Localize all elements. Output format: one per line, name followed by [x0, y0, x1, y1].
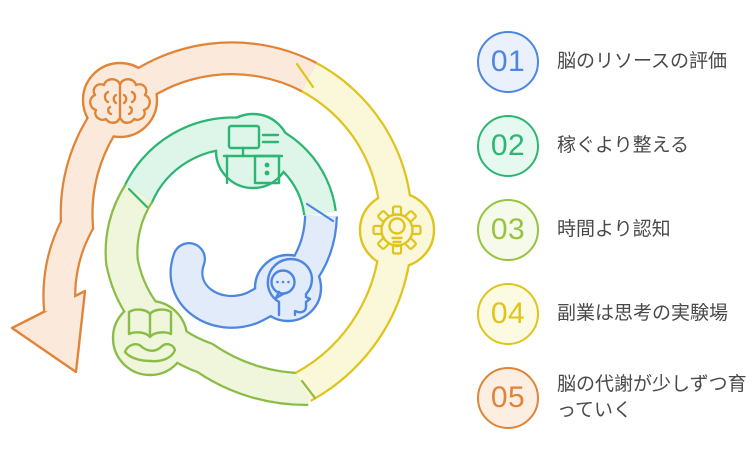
- step-item-1: 01 脳のリソースの評価: [477, 31, 749, 93]
- spiral-segment-blue: [169, 214, 338, 329]
- spiral-diagram: [10, 41, 436, 406]
- step-label: 脳のリソースの評価: [557, 51, 728, 73]
- step-number-badge: 01: [477, 31, 539, 93]
- brain-icon: [89, 78, 151, 124]
- step-number-badge: 05: [477, 367, 539, 429]
- step-number-badge: 03: [477, 199, 539, 261]
- gear-lightbulb-icon: [372, 205, 422, 255]
- step-item-4: 04 副業は思考の実験場: [477, 283, 749, 345]
- step-number-badge: 02: [477, 115, 539, 177]
- book-hand-icon: [123, 308, 177, 363]
- desk-computer-icon: [222, 124, 284, 185]
- step-number-badge: 04: [477, 283, 539, 345]
- divider-mint-lightgreen: [127, 187, 149, 209]
- step-item-5: 05 脳の代謝が少しずつ育っていく: [477, 367, 749, 429]
- divider-blue-mint: [305, 202, 335, 223]
- step-label: 脳の代謝が少しずつ育っていく: [557, 374, 747, 421]
- lightbulb: [388, 217, 406, 248]
- spiral-svg: [10, 41, 436, 406]
- step-list: 01 脳のリソースの評価 02 稼ぐより整える 03 時間より認知 04 副業は…: [477, 31, 749, 429]
- divider-lightgreen-yellow: [300, 379, 317, 400]
- step-label: 副業は思考の実験場: [557, 303, 729, 325]
- step-item-2: 02 稼ぐより整える: [477, 115, 749, 177]
- spiral-segment-mint: [121, 112, 337, 216]
- step-label: 稼ぐより整える: [557, 135, 690, 157]
- divider-yellow-orange: [295, 62, 315, 89]
- step-label: 時間より認知: [557, 219, 671, 241]
- step-item-3: 03 時間より認知: [477, 199, 749, 261]
- head-speech-icon: [266, 257, 314, 317]
